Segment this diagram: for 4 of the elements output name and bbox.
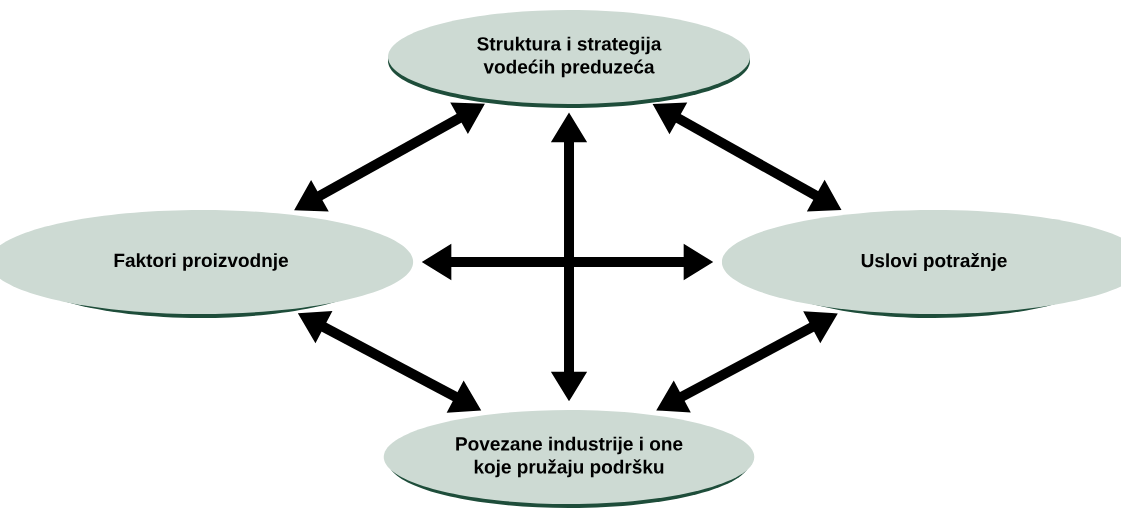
- ellipse-node: Uslovi potražnje: [721, 210, 1121, 318]
- ellipse-node: Faktori proizvodnje: [0, 210, 414, 318]
- ellipse-node: Struktura i strategija vodećih preduzeća: [388, 10, 750, 108]
- ellipse-node: Povezane industrije i one koje pružaju podršku: [383, 410, 755, 508]
